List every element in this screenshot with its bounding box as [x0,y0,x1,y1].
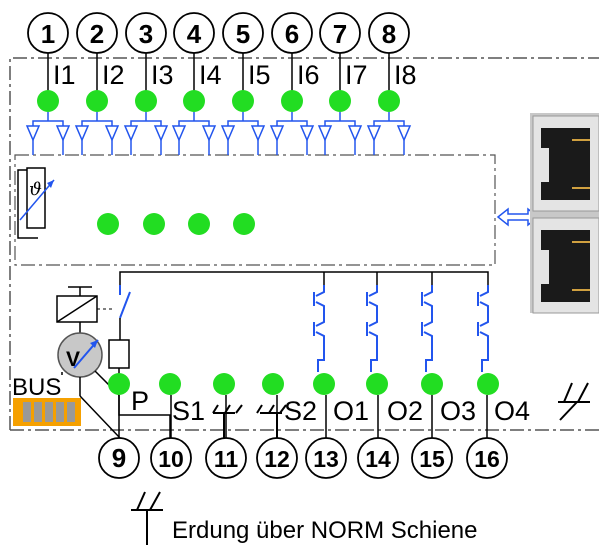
inner-module-box [14,154,496,266]
terminal-5: 5I5 [222,12,271,112]
rj45-port-icon [541,128,590,200]
transistor-icon [477,285,489,372]
label-p: P [131,386,149,416]
terminal-4: 4I4 [173,12,222,112]
bus-connector-icon [13,398,81,426]
input-label: I7 [345,60,368,90]
input-led [135,90,157,112]
input-circuits [25,112,412,155]
input-label: I3 [151,60,174,90]
input-label: I5 [248,60,271,90]
terminal-led [159,373,181,395]
terminal-number: 6 [285,19,299,49]
terminal-number: 15 [419,446,445,472]
input-led [232,90,254,112]
terminal-number: 2 [90,19,104,49]
label-o2: O2 [387,396,423,426]
terminal-number: 12 [264,446,290,472]
label-s2: S2 [284,396,317,426]
terminal-14: 14 [357,395,399,479]
terminal-led [366,373,388,395]
status-led [233,213,255,235]
status-led [97,213,119,235]
terminal-number: 7 [333,19,347,49]
transistor-outputs [313,285,489,372]
input-led [281,90,303,112]
terminal-3: 3I3 [125,12,174,112]
transistor-icon [313,285,325,372]
ground-symbol-icon [131,491,163,545]
input-label: I4 [199,60,222,90]
voltmeter-label: V [66,348,80,371]
terminal-number: 1 [41,19,55,49]
relay-icon [56,285,131,340]
status-led [188,213,210,235]
status-leds [97,213,255,235]
input-label: I8 [394,60,417,90]
terminal-15: 15 [411,395,453,479]
terminal-11: 11 [205,395,247,479]
transistor-icon [421,285,433,372]
ground-symbol-icon [558,382,590,421]
terminal-1: 1I1 [27,12,76,112]
terminal-led [421,373,443,395]
terminal-number: 14 [365,446,391,472]
input-label: I6 [297,60,320,90]
terminal-number: 5 [236,19,250,49]
rj45-port-icon [541,230,590,302]
terminal-9: 9 [98,395,140,479]
temperature-sensor-icon: ϑ [17,167,55,239]
terminal-number: 16 [474,446,500,472]
terminal-10: 10 [150,395,192,479]
terminal-led [262,373,284,395]
terminal-number: 11 [214,446,239,472]
terminal-led [477,373,499,395]
rj45-ports [530,113,599,314]
terminal-led [108,373,130,395]
terminal-leds [108,373,499,395]
label-o3: O3 [440,396,476,426]
terminal-number: 4 [187,19,202,49]
label-s1: S1 [172,396,205,426]
ground-symbol-icon [256,404,287,438]
input-led [86,90,108,112]
ground-symbol-icon [212,404,243,438]
input-led [329,90,351,112]
voltmeter-icon: V [57,332,120,396]
terminal-led [213,373,235,395]
caption: Erdung über NORM Schiene [172,517,478,544]
terminal-led [313,373,335,395]
terminal-number: 9 [112,443,126,473]
input-led [183,90,205,112]
terminal-13: 13 [305,395,347,479]
temperature-symbol: ϑ [29,179,42,200]
transistor-icon [366,285,378,372]
fuse-icon [108,339,130,369]
terminal-6: 6I6 [271,12,320,112]
label-o4: O4 [494,396,530,426]
terminal-number: 8 [382,19,396,49]
bus-label: BUS [12,374,61,401]
input-label: I1 [53,60,76,90]
input-led [37,90,59,112]
input-led [378,90,400,112]
terminal-8: 8I8 [368,12,417,112]
terminal-number: 10 [158,446,184,472]
status-led [143,213,165,235]
terminal-16: 16 [466,395,508,479]
terminal-7: 7I7 [319,12,368,112]
label-o1: O1 [333,396,369,426]
terminal-12: 12 [256,395,298,479]
input-label: I2 [102,60,125,90]
terminal-number: 13 [313,446,339,472]
terminal-2: 2I2 [76,12,125,112]
terminal-number: 3 [139,19,153,49]
